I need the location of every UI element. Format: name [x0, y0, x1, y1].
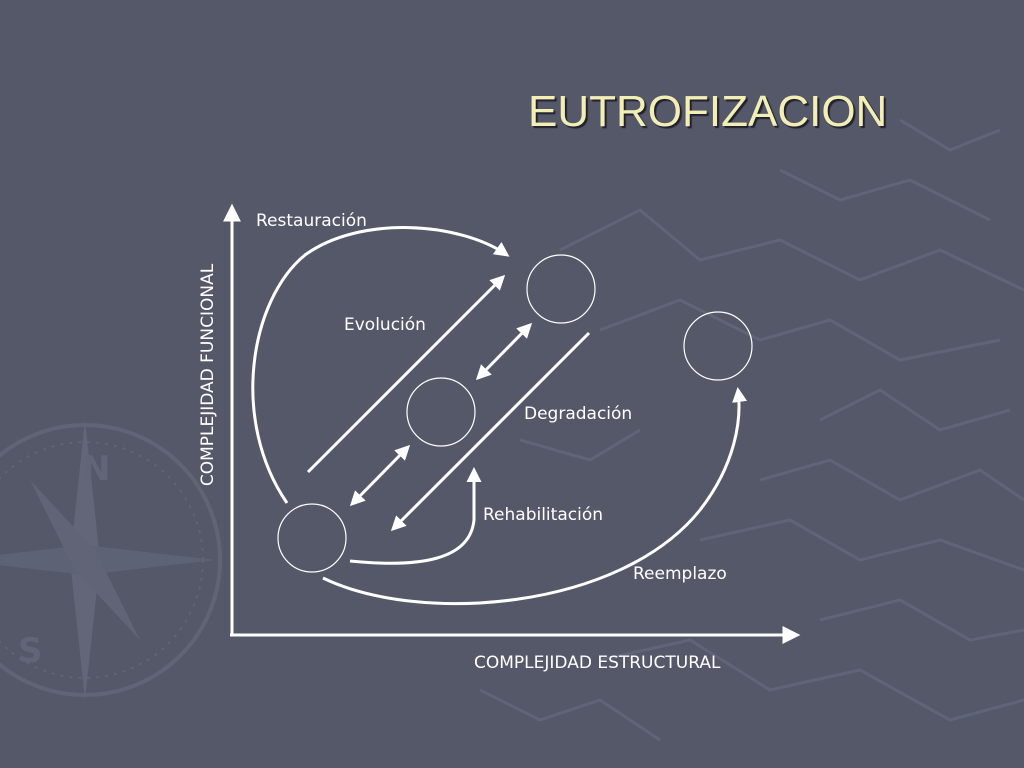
svg-text:S: S — [18, 631, 43, 671]
state-degraded — [277, 503, 347, 573]
slide-title: EUTROFIZACION — [528, 87, 888, 136]
state-alternative — [683, 311, 753, 381]
double-arrow-upper — [475, 322, 533, 381]
state-original — [526, 254, 596, 324]
x-axis-label: COMPLEJIDAD ESTRUCTURAL — [474, 653, 721, 673]
label-rehabilitacion: Rehabilitación — [483, 505, 603, 525]
double-arrow-lower — [349, 444, 411, 507]
svg-text:N: N — [82, 449, 110, 489]
reemplazo-arrow — [322, 387, 748, 605]
degradacion-line — [390, 331, 591, 532]
label-evolucion: Evolución — [344, 315, 426, 335]
evolucion-arrow — [306, 274, 506, 474]
restauracion-arrow — [251, 226, 510, 504]
label-reemplazo: Reemplazo — [633, 564, 727, 584]
label-degradacion: Degradación — [524, 404, 633, 424]
label-restauracion: Restauración — [256, 211, 367, 231]
compass-rose-icon: N S — [0, 420, 222, 700]
state-intermediate — [406, 377, 476, 447]
y-axis-label: COMPLEJIDAD FUNCIONAL — [198, 263, 218, 487]
rehabilitacion-arrow — [349, 467, 482, 565]
